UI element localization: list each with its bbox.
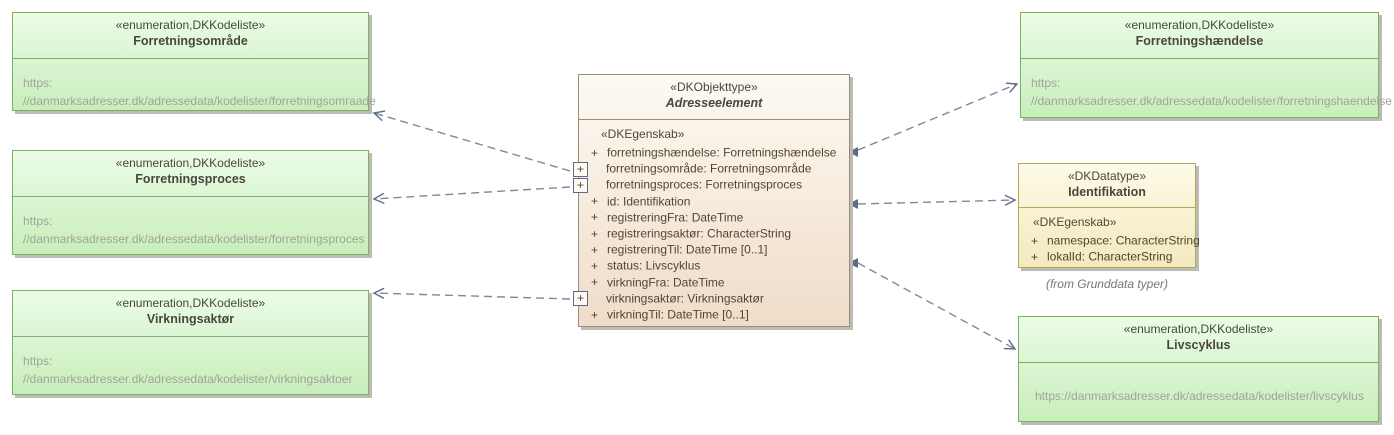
class-box-forretningsproces[interactable]: «enumeration,DKKodeliste» Forretningspro… (12, 150, 369, 255)
embedded-anchor-plus: + (573, 291, 588, 307)
attribute-compartment: «DKEgenskab» +forretningshændelse: Forre… (573, 120, 849, 322)
connector-to-virkningsaktoer (372, 287, 571, 300)
class-box-identifikation[interactable]: «DKDatatype» Identifikation «DKEgenskab»… (1018, 163, 1200, 268)
url-line: //danmarksadresser.dk/adressedata/kodeli… (23, 94, 376, 108)
class-box-virkningsaktoer[interactable]: «enumeration,DKKodeliste» Virkningsaktør… (12, 290, 369, 395)
url-line: https: (23, 76, 53, 90)
stereotype-label: «enumeration,DKKodeliste» (1124, 18, 1275, 32)
class-name: Forretningsområde (133, 34, 248, 48)
attribute-forretningsproces: +forretningsproces: Forretningsproces (573, 176, 849, 193)
class-name: Forretningsproces (135, 172, 246, 186)
visibility-marker: + (590, 210, 598, 225)
visibility-marker: + (590, 275, 598, 290)
url-line: https://danmarksadresser.dk/adressedata/… (1035, 389, 1364, 403)
visibility-marker: + (590, 145, 598, 160)
stereotype-label: «enumeration,DKKodeliste» (115, 18, 266, 32)
stereotype-label: «DKObjekttype» (670, 80, 758, 94)
url-line: https: (1031, 76, 1061, 90)
codelist-url: https: //danmarksadresser.dk/adressedata… (1021, 59, 1392, 110)
attribute-virkningfra: +virkningFra: DateTime (579, 274, 849, 290)
origin-package-label: (from Grunddata typer) (1045, 277, 1169, 291)
class-name: Forretningshændelse (1135, 34, 1264, 48)
visibility-marker: + (1030, 249, 1038, 264)
connector-to-forretningshaendelse (857, 82, 1019, 151)
codelist-url: https: //danmarksadresser.dk/adressedata… (13, 197, 368, 248)
attribute-namespace: +namespace: CharacterString (1019, 232, 1200, 248)
class-box-livscyklus[interactable]: «enumeration,DKKodeliste» Livscyklus htt… (1018, 316, 1379, 422)
class-header: «enumeration,DKKodeliste» Forretningspro… (13, 151, 368, 197)
attribute-virkningsaktoer: +virkningsaktør: Virkningsaktør (573, 290, 849, 307)
class-header: «enumeration,DKKodeliste» Virkningsaktør (13, 291, 368, 337)
class-header: «DKObjekttype» Adresseelement (579, 75, 849, 120)
stereotype-label: «enumeration,DKKodeliste» (1123, 322, 1274, 336)
connector-to-forretningsomraade (372, 110, 571, 172)
visibility-marker: + (590, 259, 598, 274)
stereotype-label: «enumeration,DKKodeliste» (115, 156, 266, 170)
connector-to-identifikation (857, 194, 1017, 206)
codelist-url: https: //danmarksadresser.dk/adressedata… (13, 337, 368, 388)
url-line: //danmarksadresser.dk/adressedata/kodeli… (1031, 94, 1392, 108)
attribute-forretningshaendelse: +forretningshændelse: Forretningshændels… (579, 144, 849, 160)
class-box-forretningshaendelse[interactable]: «enumeration,DKKodeliste» Forretningshæn… (1020, 12, 1392, 118)
section-label: «DKEgenskab» (1033, 215, 1117, 229)
attribute-forretningsomraade: +forretningsområde: Forretningsområde (573, 160, 849, 177)
codelist-url: https://danmarksadresser.dk/adressedata/… (1019, 363, 1378, 405)
class-name: Virkningsaktør (146, 312, 235, 326)
stereotype-label: «enumeration,DKKodeliste» (115, 296, 266, 310)
attribute-registreringfra: +registreringFra: DateTime (579, 209, 849, 225)
url-line: https: (23, 214, 53, 228)
connector-to-livscyklus (857, 262, 1017, 350)
stereotype-label: «DKDatatype» (1067, 169, 1147, 183)
visibility-marker: + (590, 226, 598, 241)
attribute-status: +status: Livscyklus (579, 257, 849, 273)
attribute-lokalid: +lokalId: CharacterString (1019, 248, 1195, 264)
section-label: «DKEgenskab» (601, 127, 685, 141)
class-header: «enumeration,DKKodeliste» Forretningsomr… (13, 13, 368, 59)
embedded-anchor-plus: + (573, 177, 588, 193)
class-name: Identifikation (1068, 185, 1146, 199)
class-box-forretningsomraade[interactable]: «enumeration,DKKodeliste» Forretningsomr… (12, 12, 376, 111)
attribute-registreringsaktoer: +registreringsaktør: CharacterString (579, 225, 849, 241)
class-header: «enumeration,DKKodeliste» Livscyklus (1019, 317, 1378, 363)
url-line: https: (23, 354, 53, 368)
visibility-marker: + (1030, 233, 1038, 248)
attribute-registreringtil: +registreringTil: DateTime [0..1] (579, 241, 849, 257)
class-name: Livscyklus (1166, 338, 1231, 352)
visibility-marker: + (590, 307, 598, 322)
class-box-adresseelement[interactable]: «DKObjekttype» Adresseelement «DKEgenska… (573, 74, 850, 327)
url-line: //danmarksadresser.dk/adressedata/kodeli… (23, 372, 353, 386)
url-line: //danmarksadresser.dk/adressedata/kodeli… (23, 232, 365, 246)
class-header: «DKDatatype» Identifikation (1019, 164, 1195, 208)
codelist-url: https: //danmarksadresser.dk/adressedata… (13, 59, 376, 110)
attribute-compartment: «DKEgenskab» +namespace: CharacterString… (1019, 208, 1200, 264)
visibility-marker: + (590, 242, 598, 257)
attribute-id: +id: Identifikation (579, 193, 849, 209)
class-name: Adresseelement (665, 96, 763, 110)
visibility-marker: + (590, 194, 598, 209)
embedded-anchor-plus: + (573, 161, 588, 177)
class-header: «enumeration,DKKodeliste» Forretningshæn… (1021, 13, 1378, 59)
connector-to-forretningsproces (372, 186, 571, 205)
attribute-virkningtil: +virkningTil: DateTime [0..1] (579, 306, 849, 322)
